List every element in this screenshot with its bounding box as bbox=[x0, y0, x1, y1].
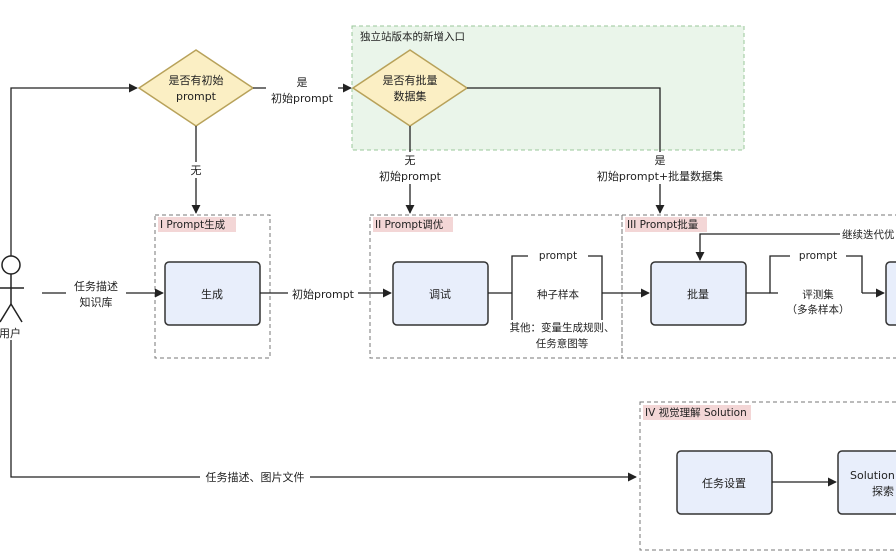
prompt-gen-label-bg bbox=[158, 217, 236, 232]
prompt-gen-region bbox=[154, 214, 271, 359]
next-node-partial bbox=[885, 261, 896, 326]
batch-output-prompt: prompt bbox=[799, 250, 837, 262]
prompt-tune-label-bg bbox=[373, 217, 453, 232]
task-settings-label: 任务设置 bbox=[702, 477, 746, 490]
init-prompt-label-bg bbox=[288, 286, 358, 302]
task-knowledge-label-bg bbox=[66, 278, 126, 310]
task-knowledge-label-2: 知识库 bbox=[80, 295, 113, 309]
yes-batch-label-bg bbox=[590, 152, 730, 184]
batch-outputs-bracket-right bbox=[846, 255, 863, 293]
no-prompt-label-1: 无 bbox=[405, 154, 416, 167]
yes-batch-label-1: 是 bbox=[655, 154, 666, 167]
solution-label-line2: 探索 bbox=[872, 484, 894, 498]
debug-output-other-2: 任务意图等 bbox=[536, 337, 589, 350]
solution-node bbox=[837, 450, 896, 515]
debug-output-prompt: prompt bbox=[539, 250, 577, 262]
standalone-region-label: 独立站版本的新增入口 bbox=[360, 30, 465, 43]
debug-output-seed: 种子样本 bbox=[537, 288, 579, 301]
user-icon bbox=[0, 255, 24, 323]
debug-seed-bg bbox=[530, 286, 588, 302]
visual-region bbox=[639, 401, 896, 551]
edge-user-to-decision bbox=[10, 83, 138, 256]
debug-outputs-bracket-right bbox=[588, 255, 603, 327]
debug-node-label: 调试 bbox=[429, 288, 451, 301]
task-image-label: 任务描述、图片文件 bbox=[206, 470, 305, 484]
continue-iter-label: 继续迭代优 bbox=[842, 228, 895, 241]
init-prompt-label: 初始prompt bbox=[292, 287, 355, 301]
batch-eval-bg bbox=[782, 286, 852, 318]
prompt-batch-region-label: III Prompt批量 bbox=[627, 218, 699, 231]
decision-has-prompt-line1: 是否有初始 bbox=[169, 73, 224, 87]
yes-prompt-label-2: 初始prompt bbox=[271, 91, 334, 105]
continue-iter-bg bbox=[840, 227, 896, 242]
task-image-label-bg bbox=[200, 469, 310, 485]
edge-continue-iter bbox=[695, 233, 840, 261]
debug-outputs-bracket bbox=[511, 255, 528, 327]
task-knowledge-label-1: 任务描述 bbox=[74, 279, 118, 293]
solution-label-line1: Solution bbox=[850, 469, 895, 482]
decision-has-batch-line1: 是否有批量 bbox=[383, 73, 438, 87]
batch-output-eval-1: 评测集 bbox=[802, 288, 834, 301]
no-prompt-label-2: 初始prompt bbox=[379, 169, 442, 183]
prompt-gen-region-label: I Prompt生成 bbox=[160, 218, 226, 231]
user-label: 用户 bbox=[0, 326, 21, 340]
batch-outputs-bracket bbox=[769, 255, 790, 294]
batch-node-label: 批量 bbox=[687, 287, 709, 301]
generate-node-label: 生成 bbox=[201, 287, 223, 301]
yes-prompt-label-1: 是 bbox=[297, 76, 308, 89]
decision-has-batch-line2: 数据集 bbox=[394, 89, 427, 103]
prompt-batch-label-bg bbox=[625, 217, 707, 232]
prompt-batch-region bbox=[621, 214, 896, 359]
debug-output-other-1: 其他：变量生成规则、 bbox=[510, 321, 615, 334]
prompt-tune-region-label: II Prompt调优 bbox=[375, 218, 443, 231]
decision-has-prompt-line2: prompt bbox=[176, 90, 217, 103]
edge-task-image bbox=[10, 340, 637, 482]
yes-batch-label-2: 初始prompt+批量数据集 bbox=[597, 169, 723, 183]
debug-other-bg bbox=[508, 320, 618, 352]
visual-region-label: IV 视觉理解 Solution bbox=[645, 406, 747, 419]
yes-prompt-label-bg bbox=[266, 76, 338, 106]
visual-label-bg bbox=[643, 405, 751, 420]
no-prompt-label-bg bbox=[374, 152, 446, 184]
no-label: 无 bbox=[191, 164, 202, 177]
batch-output-eval-2: （多条样本） bbox=[787, 303, 850, 316]
decision-has-prompt bbox=[137, 49, 255, 127]
no-label-bg bbox=[186, 162, 206, 178]
